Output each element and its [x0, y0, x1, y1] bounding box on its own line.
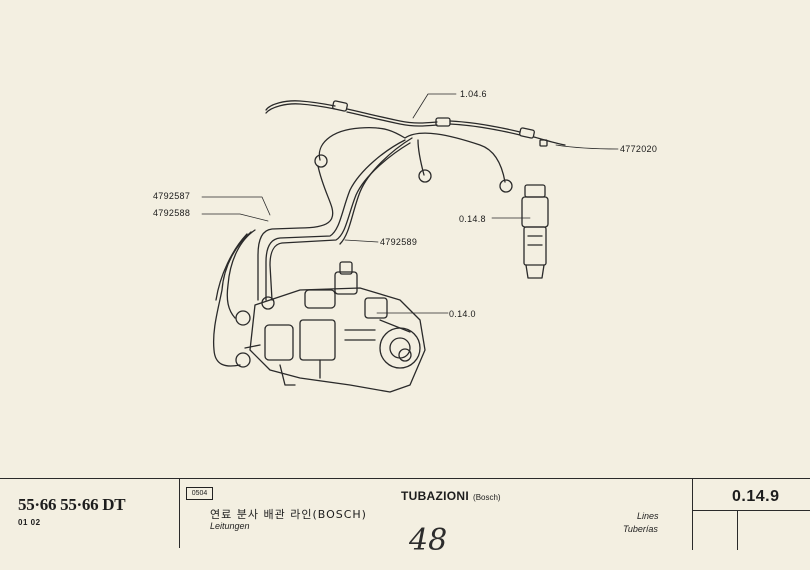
model-number: 55·66 55·66 DT: [18, 495, 126, 514]
injector-body: [521, 184, 549, 279]
injection-pump: [235, 261, 426, 393]
page-code: 0.14.9: [732, 488, 780, 505]
handwritten-page-number: 48: [409, 523, 448, 558]
leak-off-line: [265, 100, 566, 147]
callout-right-pipe: 4772020: [620, 144, 658, 154]
footer-top-rule: [0, 478, 810, 479]
korean-title: 연료 분사 배관 라인(BOSCH): [210, 508, 367, 521]
section-code-box: 0504: [186, 487, 213, 500]
german-title: Leitungen: [210, 521, 250, 531]
title-main: TUBAZIONI: [401, 489, 470, 503]
page-title: TUBAZIONI(Bosch): [401, 489, 501, 503]
footer-divider-left: [179, 478, 180, 548]
callout-pipe-c: 4792589: [380, 237, 418, 247]
footer-divider-right: [692, 478, 693, 550]
callout-injector: 0.14.8: [459, 214, 486, 224]
title-brand: (Bosch): [473, 493, 501, 502]
callout-top-line: 1.04.6: [460, 89, 487, 99]
model-subcode: 01 02: [18, 518, 41, 527]
callout-pipe-a: 4792587: [153, 191, 191, 201]
footer-divider-code: [737, 510, 738, 550]
callout-pump: 0.14.0: [449, 309, 476, 319]
spanish-title: Tuberías: [623, 524, 658, 534]
fuel-injection-pipes-drawing: [201, 93, 619, 393]
injection-pipes: [212, 126, 513, 367]
english-title: Lines: [637, 511, 659, 521]
callout-pipe-b: 4792588: [153, 208, 191, 218]
footer-code-rule: [692, 510, 810, 511]
